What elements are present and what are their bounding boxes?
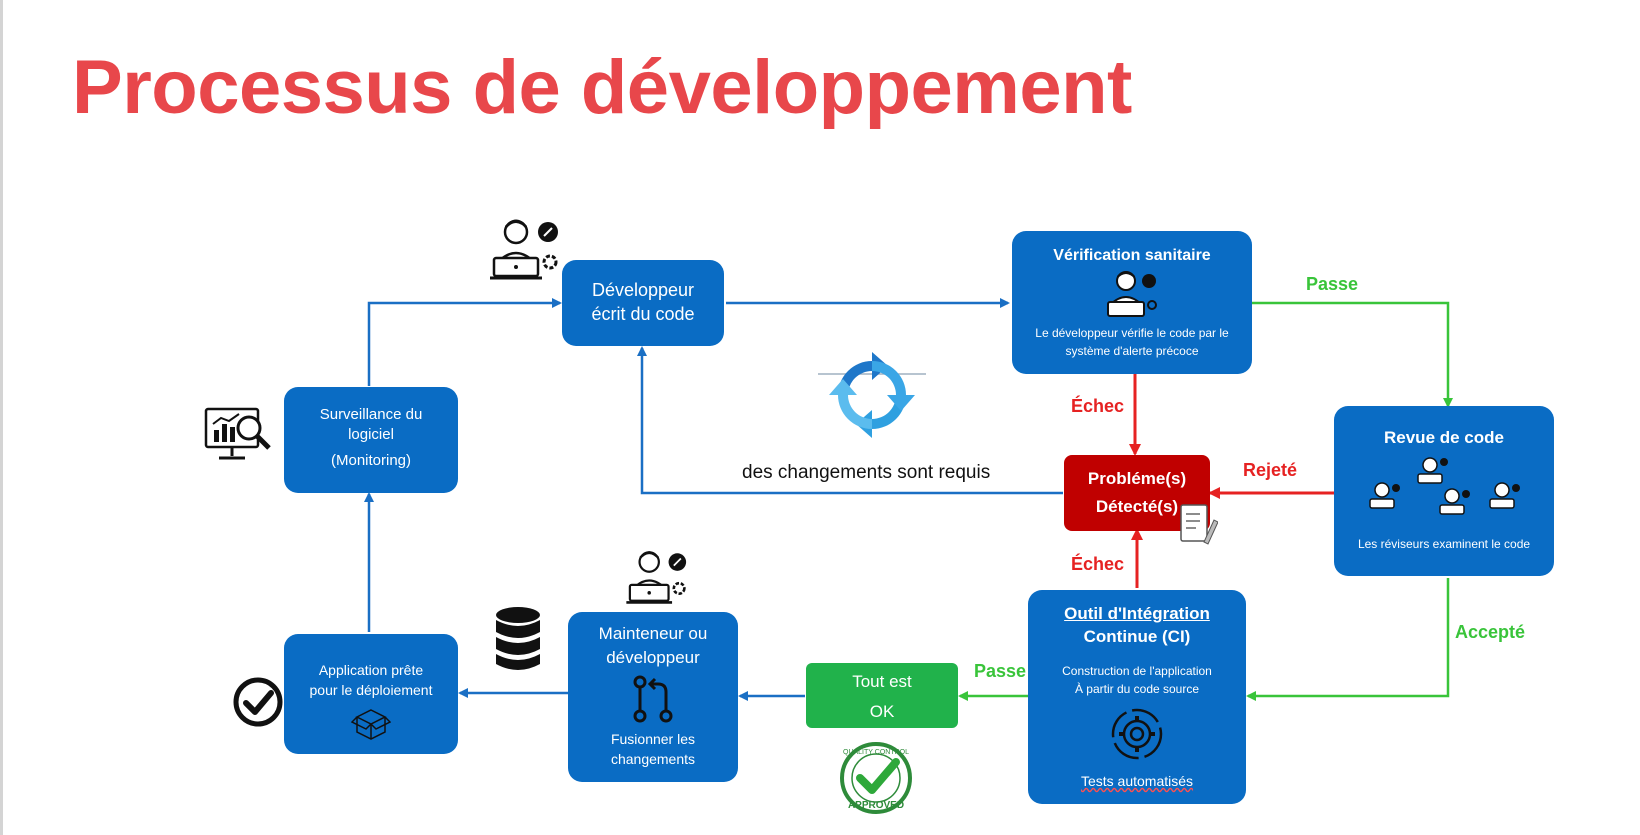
node-line: Surveillance du — [319, 406, 423, 423]
node-line: écrit du code — [591, 304, 695, 324]
node-all-ok: Tout est OK — [806, 663, 958, 728]
node-developer-writes-code: Développeur écrit du code — [562, 260, 724, 346]
node-desc: Fusionner les — [610, 731, 696, 747]
node-maintainer: Mainteneur ou développeur Fusionner les … — [568, 612, 738, 782]
developer-laptop-icon — [626, 551, 687, 604]
page-title: Processus de développement — [72, 45, 1132, 130]
node-line: Tout est — [852, 672, 912, 691]
slide-left-edge — [0, 0, 3, 835]
node-desc: changements — [610, 751, 696, 767]
node-line: OK — [869, 702, 895, 721]
checkmark-circle-icon — [233, 677, 283, 727]
node-line: Développeur — [591, 280, 695, 300]
node-line: développeur — [606, 648, 700, 667]
label-passe-top: Passe — [1306, 274, 1359, 294]
arrow-review-to-ci — [1246, 578, 1450, 701]
label-echec-top: Échec — [1071, 396, 1125, 416]
label-accepte: Accepté — [1455, 622, 1526, 642]
analytics-monitor-icon — [204, 407, 271, 460]
reviewers-group-icon — [1369, 457, 1520, 515]
label-passe-bottom: Passe — [974, 661, 1027, 681]
node-line: (Monitoring) — [330, 452, 412, 469]
developer-icon — [1107, 271, 1157, 317]
label-changes-required: des changements sont requis — [742, 462, 991, 483]
database-icon — [496, 607, 540, 670]
node-code-review: Revue de code Les réviseurs examinent le… — [1334, 406, 1554, 576]
stamp-ring-text: QUALITY CONTROL — [843, 749, 909, 756]
node-line: logiciel — [348, 426, 394, 443]
node-monitoring: Surveillance du logiciel (Monitoring) — [284, 387, 458, 493]
arrow-monitoring-to-dev — [367, 298, 562, 386]
checklist-pencil-icon — [1180, 504, 1218, 545]
node-ci-tool: Outil d'Intégration Continue (CI) Constr… — [1028, 590, 1246, 804]
node-title: Revue de code — [1384, 428, 1504, 447]
node-desc: Les réviseurs examinent le code — [1357, 537, 1531, 551]
stamp-word: APPROVED — [848, 800, 904, 811]
node-desc: Le développeur vérifie le code par le — [1035, 326, 1229, 340]
node-title: Outil d'Intégration — [1064, 604, 1210, 623]
node-sanity-check: Vérification sanitaire Le développeur vé… — [1012, 231, 1252, 374]
node-desc: À partir du code source — [1074, 682, 1200, 696]
node-line: Application prête — [318, 662, 424, 678]
node-title: Vérification sanitaire — [1053, 247, 1211, 264]
arrow-problem-to-dev — [637, 346, 1063, 495]
node-footer: Tests automatisés — [1080, 773, 1194, 789]
node-line: Détecté(s) — [1095, 497, 1179, 516]
node-ready-for-deploy: Application prête pour le déploiement — [284, 634, 458, 754]
node-desc: système d'alerte précoce — [1065, 344, 1199, 358]
refresh-cycle-icon — [818, 352, 926, 438]
node-line: pour le déploiement — [309, 682, 433, 698]
node-line: Probléme(s) — [1087, 469, 1187, 488]
node-title: Continue (CI) — [1083, 627, 1191, 646]
gear-cycle-icon — [1111, 708, 1163, 760]
arrow-sanity-to-review — [1252, 301, 1453, 408]
label-rejete: Rejeté — [1243, 460, 1298, 480]
node-line: Mainteneur ou — [598, 624, 708, 643]
approved-stamp-icon: QUALITY CONTROL APPROVED — [840, 742, 912, 814]
merge-branch-icon — [633, 675, 673, 723]
label-echec-bottom: Échec — [1071, 554, 1125, 574]
node-desc: Construction de l'application — [1062, 664, 1212, 678]
developer-laptop-icon — [490, 219, 558, 280]
package-box-icon — [350, 709, 392, 740]
